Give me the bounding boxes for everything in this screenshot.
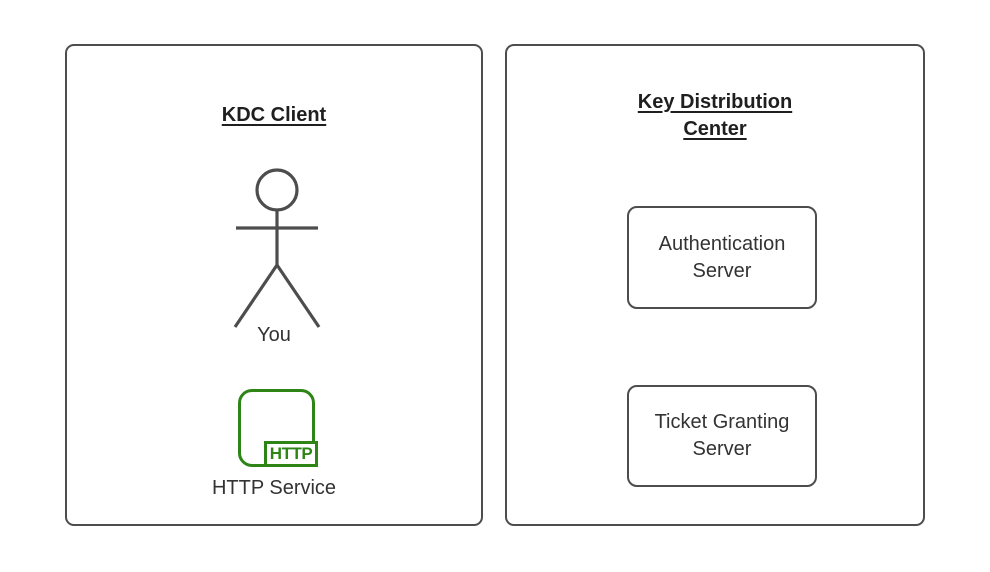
actor-label: You xyxy=(257,324,291,346)
http-service-label: HTTP Service xyxy=(211,477,337,499)
authentication-server-node: Authentication Server xyxy=(627,206,817,309)
key-distribution-center-panel: Key Distribution Center Authentication S… xyxy=(505,44,925,526)
kdc-client-title: KDC Client xyxy=(221,104,327,126)
kdc-client-panel: KDC Client You HTTP HTTP Service xyxy=(65,44,483,526)
ticket-granting-server-node: Ticket Granting Server xyxy=(627,385,817,487)
http-icon-badge: HTTP xyxy=(264,441,318,467)
key-distribution-center-title: Key Distribution Center xyxy=(637,91,793,140)
person-icon xyxy=(233,168,321,328)
